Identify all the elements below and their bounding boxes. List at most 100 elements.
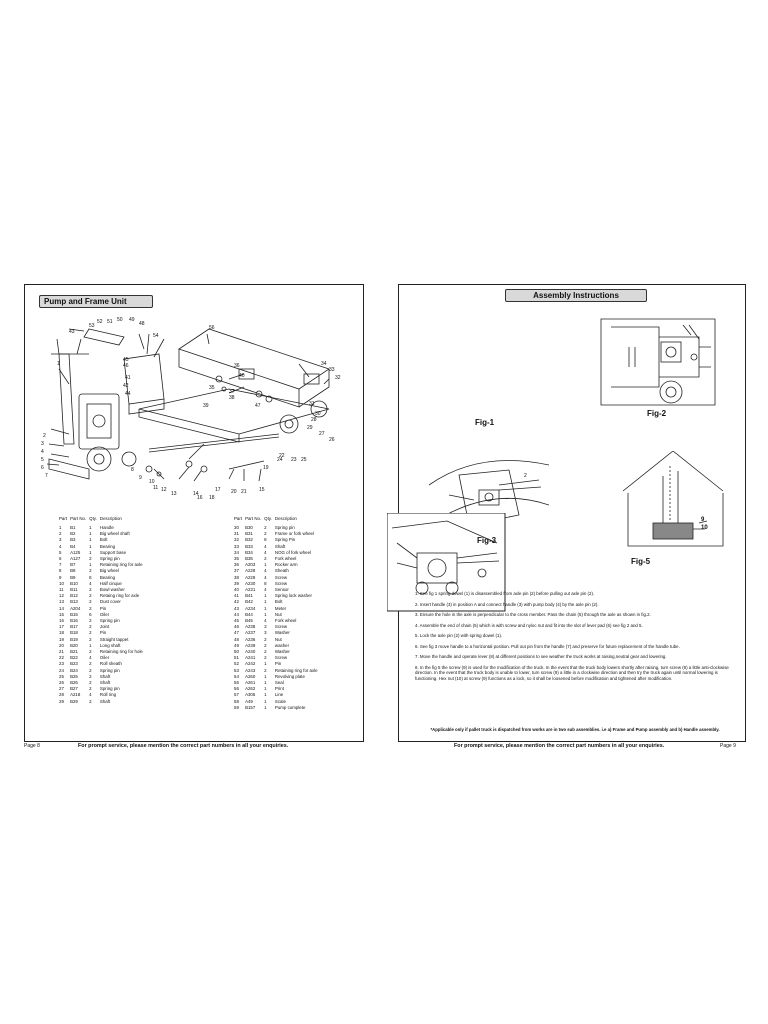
qty-cell: 3 [264, 624, 267, 630]
part-cell: 51 [234, 655, 239, 661]
callout-16: 16 [197, 495, 203, 501]
part-no-cell: B32 [245, 537, 253, 543]
part-cell: 5 [59, 549, 62, 555]
part-no-cell: A260 [245, 673, 256, 679]
qty-cell: 2 [89, 587, 92, 593]
instruction-6: 6. See fig 3 move handle to a horizontal… [415, 643, 680, 649]
callout-48: 48 [139, 321, 145, 327]
part-no-cell: B44 [245, 611, 253, 617]
part-no-cell: A262 [245, 686, 256, 692]
description-cell: Meter [274, 605, 287, 611]
qty-cell: 4 [264, 618, 267, 624]
fig-5-label: Fig-5 [631, 557, 651, 566]
description-cell: Print [274, 686, 284, 692]
instruction-4: 4. Assemble the end of chain (5) which i… [415, 622, 643, 628]
part-cell: 37 [234, 568, 239, 574]
callout-15: 15 [259, 487, 265, 493]
col-part-no: Part No. [70, 516, 87, 521]
description-cell: Spring pin [99, 667, 120, 673]
part-cell: 20 [59, 642, 64, 648]
part-cell: 4 [59, 543, 62, 549]
instruction-2: 2. Insert handle (3) in position A and c… [415, 601, 599, 607]
part-no-cell: B35 [245, 556, 253, 562]
qty-cell: 4 [264, 543, 267, 549]
qty-cell: 2 [89, 673, 92, 679]
qty-cell: 2 [89, 624, 92, 630]
qty-cell: 2 [264, 525, 267, 530]
description-cell: Shaft [99, 680, 111, 686]
fig-5-drawing [623, 451, 724, 547]
instruction-5: 5. Lock the axle pin (2) with spring dow… [415, 633, 503, 638]
description-cell: Half cinque [99, 580, 122, 586]
part-cell: 8 [59, 568, 62, 574]
qty-cell: 1 [264, 599, 267, 605]
callout-1: 1 [57, 361, 60, 367]
qty-cell: 4 [264, 574, 267, 580]
part-cell: 26 [59, 680, 64, 686]
qty-cell: 2 [264, 556, 267, 562]
page-number-left: Page 8 [24, 743, 40, 749]
qty-cell: 1 [264, 686, 267, 692]
description-cell: Fork wheel [274, 556, 297, 562]
callout-44: 44 [125, 391, 131, 397]
part-cell: 2 [59, 531, 62, 537]
diagram-callouts: 56 52 51 50 53 49 48 43 54 45 46 41 42 4… [41, 317, 341, 501]
description-cell: Bowl washer [99, 587, 125, 593]
callout-50: 50 [117, 317, 123, 323]
qty-cell: 2 [264, 531, 267, 537]
part-cell: 41 [234, 593, 239, 599]
part-no-cell: B24 [70, 667, 78, 673]
part-cell: 19 [59, 636, 64, 642]
qty-cell: 1 [89, 562, 92, 568]
description-cell: washer [274, 642, 290, 648]
description-cell: Big wheel shaft [99, 531, 130, 537]
part-no-cell: B9 [70, 574, 76, 580]
part-no-cell: B27 [70, 686, 78, 692]
description-cell: Dust cover [99, 599, 121, 605]
part-cell: 15 [59, 611, 64, 617]
description-cell: Spring pin [274, 525, 295, 530]
callout-10: 10 [149, 479, 155, 485]
qty-cell: 1 [89, 537, 92, 543]
qty-cell: 8 [89, 574, 92, 580]
part-no-cell: B13 [70, 599, 78, 605]
section-title: Assembly Instructions [505, 289, 647, 302]
part-cell: 22 [59, 655, 64, 661]
part-cell: 27 [59, 686, 64, 692]
part-no-cell: B31 [245, 531, 253, 537]
description-cell: Spring pin [99, 556, 120, 562]
part-cell: 3 [59, 537, 62, 543]
part-no-cell: A242 [245, 661, 256, 667]
qty-cell: 2 [89, 686, 92, 692]
part-cell: 28 [59, 692, 64, 698]
section-title: Pump and Frame Unit [39, 295, 153, 308]
qty-cell: 2 [89, 568, 92, 574]
description-cell: Roll sheath [99, 661, 122, 667]
part-cell: 7 [59, 562, 62, 568]
qty-cell: 1 [264, 562, 267, 568]
part-no-cell: B25 [70, 673, 78, 679]
qty-cell: 2 [264, 642, 267, 648]
part-cell: 24 [59, 667, 64, 673]
part-cell: 50 [234, 649, 239, 655]
description-cell: Pump complete [274, 704, 306, 710]
qty-cell: 2 [264, 667, 267, 673]
description-cell: Fork wheel [274, 618, 297, 624]
callout-28: 28 [311, 417, 317, 423]
